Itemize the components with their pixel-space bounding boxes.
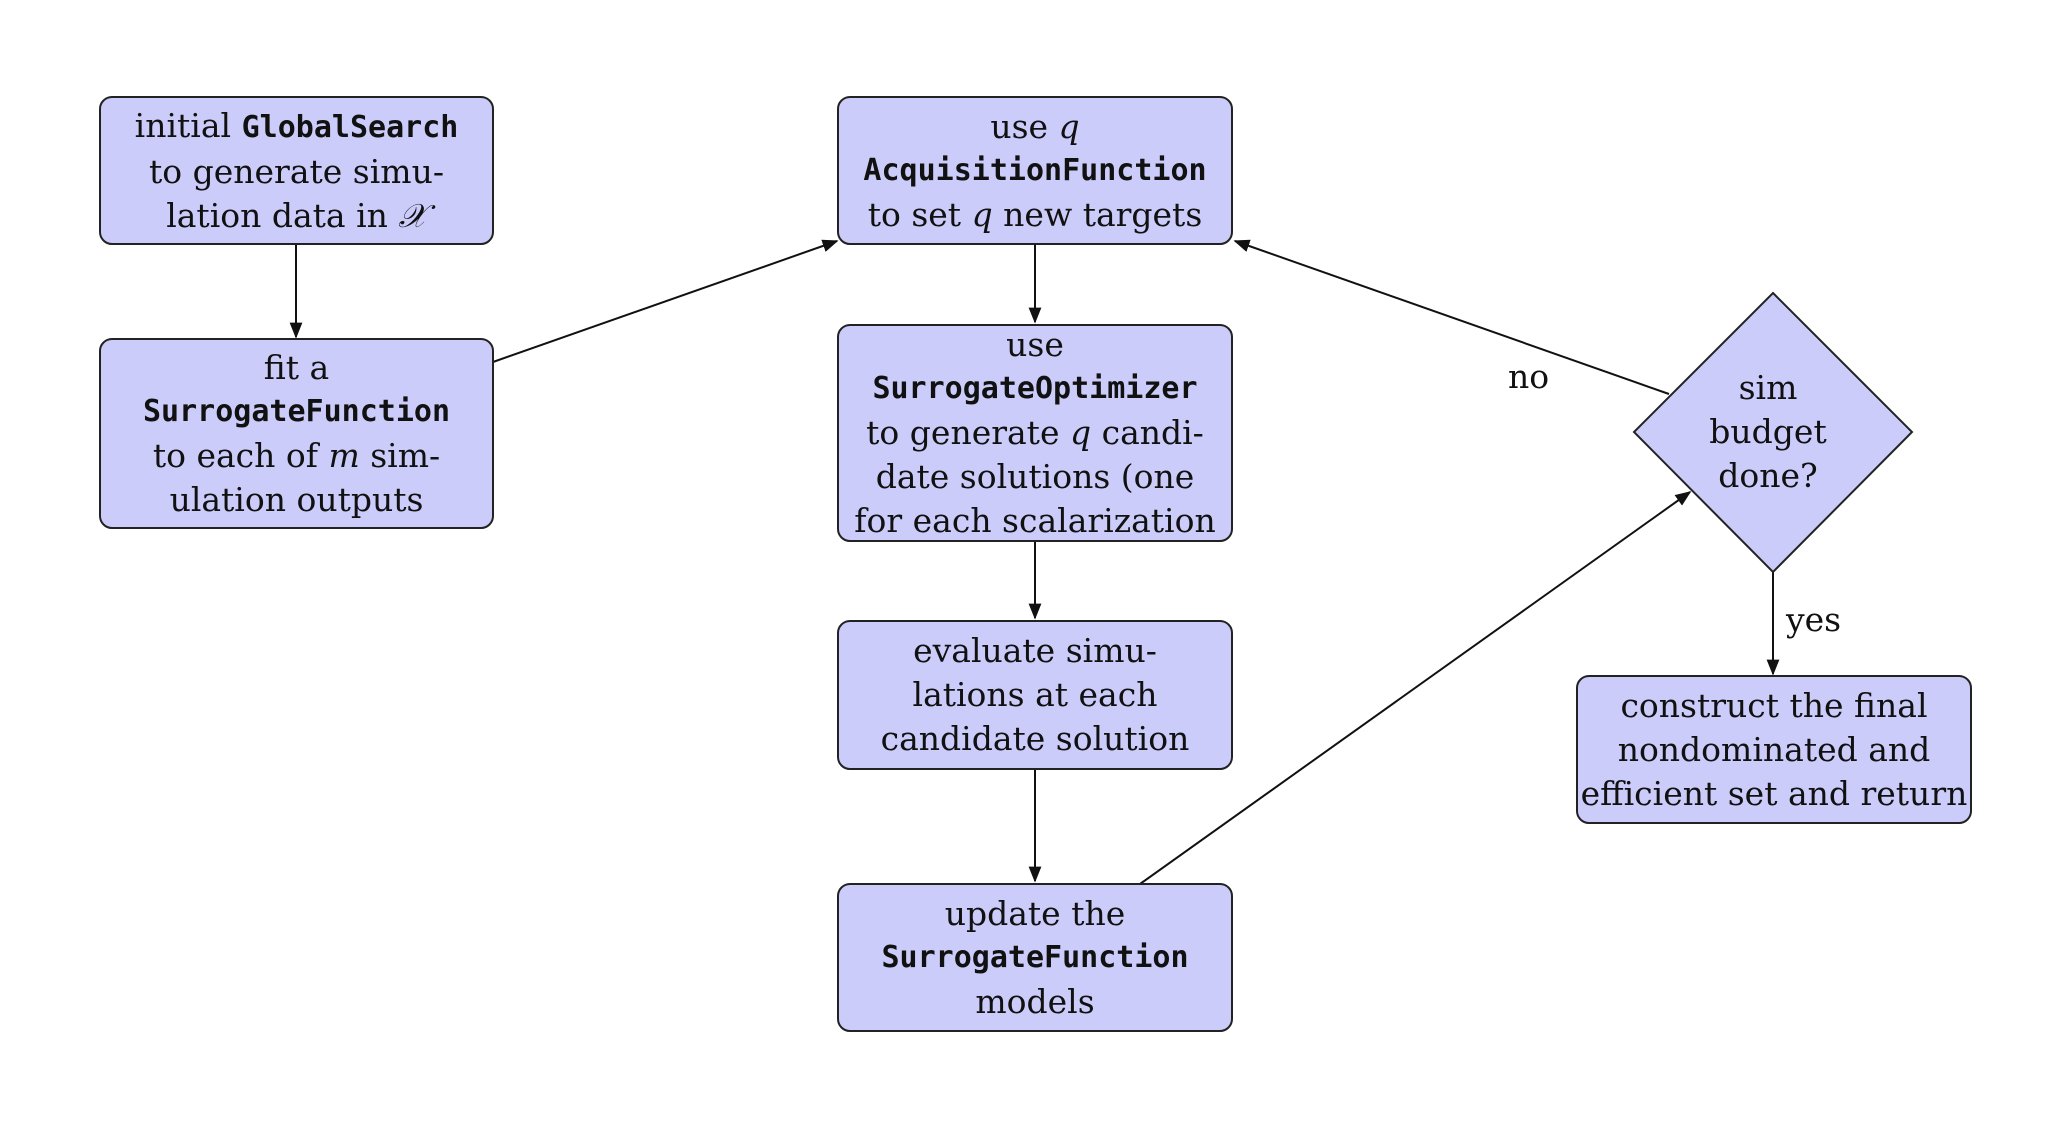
globalsearch-code: GlobalSearch bbox=[241, 109, 459, 145]
fit-line3-pre: to each of bbox=[152, 435, 329, 475]
opt-line1: use bbox=[1006, 325, 1064, 364]
edge-fit-to-acquisition bbox=[492, 239, 839, 363]
update-code: SurrogateFunction bbox=[881, 939, 1189, 975]
fit-line3-post: sim- bbox=[359, 435, 441, 475]
globalsearch-line3-text: lation data in bbox=[166, 195, 399, 235]
node-final: construct the final nondominated and eff… bbox=[1576, 675, 1972, 824]
opt-code: SurrogateOptimizer bbox=[872, 371, 1198, 406]
opt-line3-pre: to generate bbox=[866, 413, 1070, 452]
opt-line4: date solutions (one bbox=[875, 457, 1195, 496]
decision-line1: sim bbox=[1738, 368, 1798, 407]
acq-line3-pre: to set bbox=[867, 194, 972, 234]
edge-update-to-decision bbox=[1139, 491, 1692, 885]
globalsearch-line2: to generate simu- bbox=[149, 151, 444, 191]
final-line2: nondominated and bbox=[1617, 729, 1931, 769]
edge-label-no: no bbox=[1508, 357, 1550, 396]
acq-line3-post: new targets bbox=[992, 194, 1203, 234]
opt-var-q: q bbox=[1069, 413, 1092, 452]
globalsearch-domain-symbol: 𝒳 bbox=[398, 195, 427, 235]
decision-diamond bbox=[1632, 291, 1914, 574]
node-update: update the SurrogateFunction models bbox=[837, 883, 1233, 1032]
final-line3: efficient set and return bbox=[1580, 773, 1968, 813]
node-acquisition: use q AcquisitionFunction to set q new t… bbox=[837, 96, 1233, 245]
opt-line3-post: candi- bbox=[1091, 413, 1204, 452]
eval-line1: evaluate simu- bbox=[913, 631, 1157, 670]
fit-surrogate-code: SurrogateFunction bbox=[142, 393, 451, 429]
decision-line2: budget bbox=[1709, 412, 1827, 451]
update-line3: models bbox=[975, 981, 1095, 1021]
edge-decision-no-to-acquisition bbox=[1233, 239, 1670, 395]
node-optimizer: use SurrogateOptimizer to generate q can… bbox=[837, 324, 1233, 542]
node-fit-surrogate: fit a SurrogateFunction to each of m sim… bbox=[99, 338, 494, 529]
node-evaluate: evaluate simu- lations at each candidate… bbox=[837, 620, 1233, 770]
globalsearch-line1-text: initial bbox=[134, 105, 242, 145]
decision-line3: done? bbox=[1718, 456, 1818, 495]
fit-var-m: m bbox=[328, 435, 360, 475]
node-initial-globalsearch: initial GlobalSearch to generate simu- l… bbox=[99, 96, 494, 245]
acq-line1-pre: use bbox=[990, 106, 1059, 146]
eval-line3: candidate solution bbox=[880, 719, 1190, 758]
fit-line4: ulation outputs bbox=[169, 479, 424, 519]
eval-line2: lations at each bbox=[912, 675, 1158, 714]
decision-label: sim budget done? bbox=[1628, 357, 1908, 507]
acq-line3-var-q: q bbox=[971, 194, 993, 234]
fit-line1: fit a bbox=[263, 347, 330, 387]
opt-line5: for each scalarization bbox=[854, 501, 1216, 540]
update-line1: update the bbox=[944, 893, 1126, 933]
acq-var-q: q bbox=[1058, 106, 1080, 146]
acq-code: AcquisitionFunction bbox=[863, 152, 1207, 188]
final-line1: construct the final bbox=[1620, 685, 1928, 725]
edge-label-yes: yes bbox=[1786, 600, 1842, 639]
